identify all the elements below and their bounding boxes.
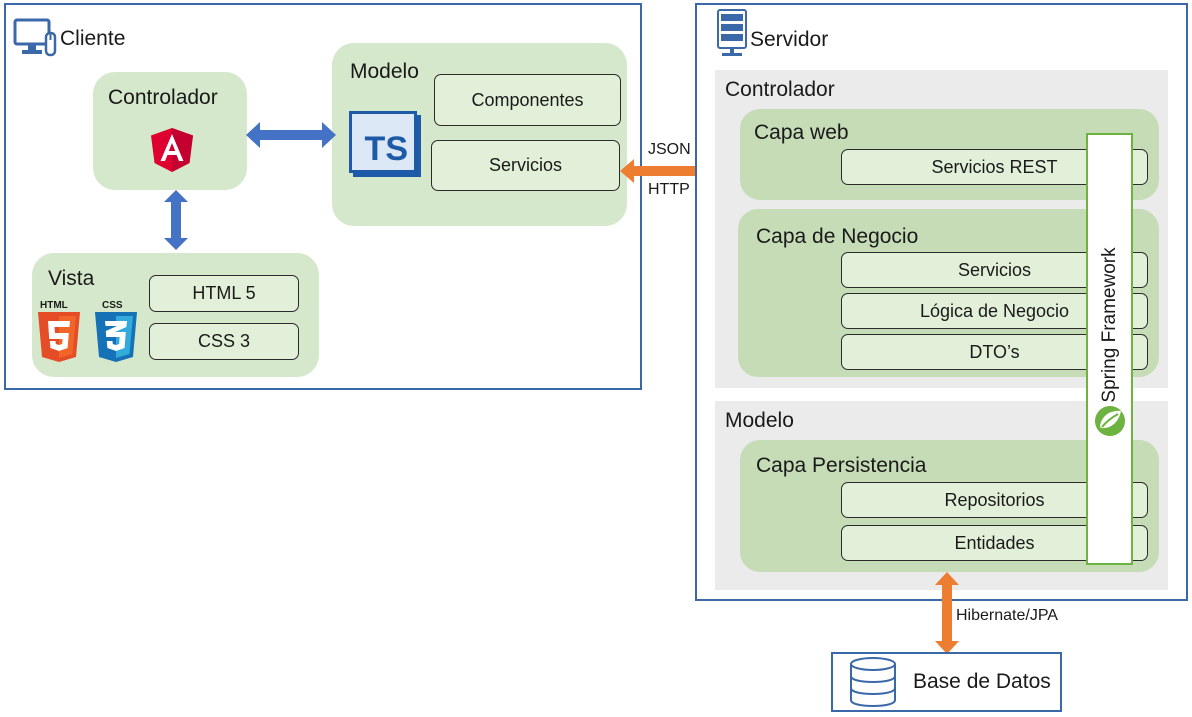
db-link-label: Hibernate/JPA	[956, 607, 1058, 624]
client-model-item: Servicios	[431, 140, 620, 191]
client-controller-title: Controlador	[108, 86, 218, 109]
client-model-title: Modelo	[350, 60, 419, 83]
server-title: Servidor	[750, 28, 829, 51]
client-server-arrow	[620, 159, 744, 183]
css3-badge: CSS	[102, 300, 123, 311]
client-view-item: CSS 3	[149, 323, 299, 360]
desktop-computer-icon	[13, 18, 57, 57]
controller-view-arrow	[164, 190, 188, 250]
client-view-item: HTML 5	[149, 275, 299, 312]
persistence-layer-title: Capa Persistencia	[756, 454, 927, 477]
angular-icon	[151, 128, 193, 172]
connection-label-http: HTTP	[648, 181, 690, 198]
client-title: Cliente	[60, 27, 126, 50]
css3-icon	[95, 312, 137, 362]
client-view-title: Vista	[48, 267, 95, 290]
spring-framework-bar	[1086, 133, 1133, 565]
server-controller-title: Controlador	[725, 78, 835, 101]
server-model-title: Modelo	[725, 409, 794, 432]
controller-model-arrow	[246, 122, 336, 148]
connection-label-json: JSON	[648, 141, 691, 158]
typescript-logo-text: TS	[364, 130, 408, 168]
typescript-icon: TS	[349, 111, 417, 173]
persistence-db-arrow	[935, 572, 959, 654]
client-model-item: Componentes	[434, 74, 621, 126]
web-layer-title: Capa web	[754, 121, 849, 144]
html5-badge: HTML	[40, 300, 68, 311]
spring-leaf-icon	[1095, 406, 1125, 436]
database-icon	[850, 657, 896, 708]
spring-framework-label: Spring Framework	[1099, 247, 1120, 403]
database-label: Base de Datos	[913, 670, 1051, 693]
server-icon	[717, 9, 747, 56]
html5-icon	[38, 312, 80, 362]
business-layer-title: Capa de Negocio	[756, 225, 919, 248]
